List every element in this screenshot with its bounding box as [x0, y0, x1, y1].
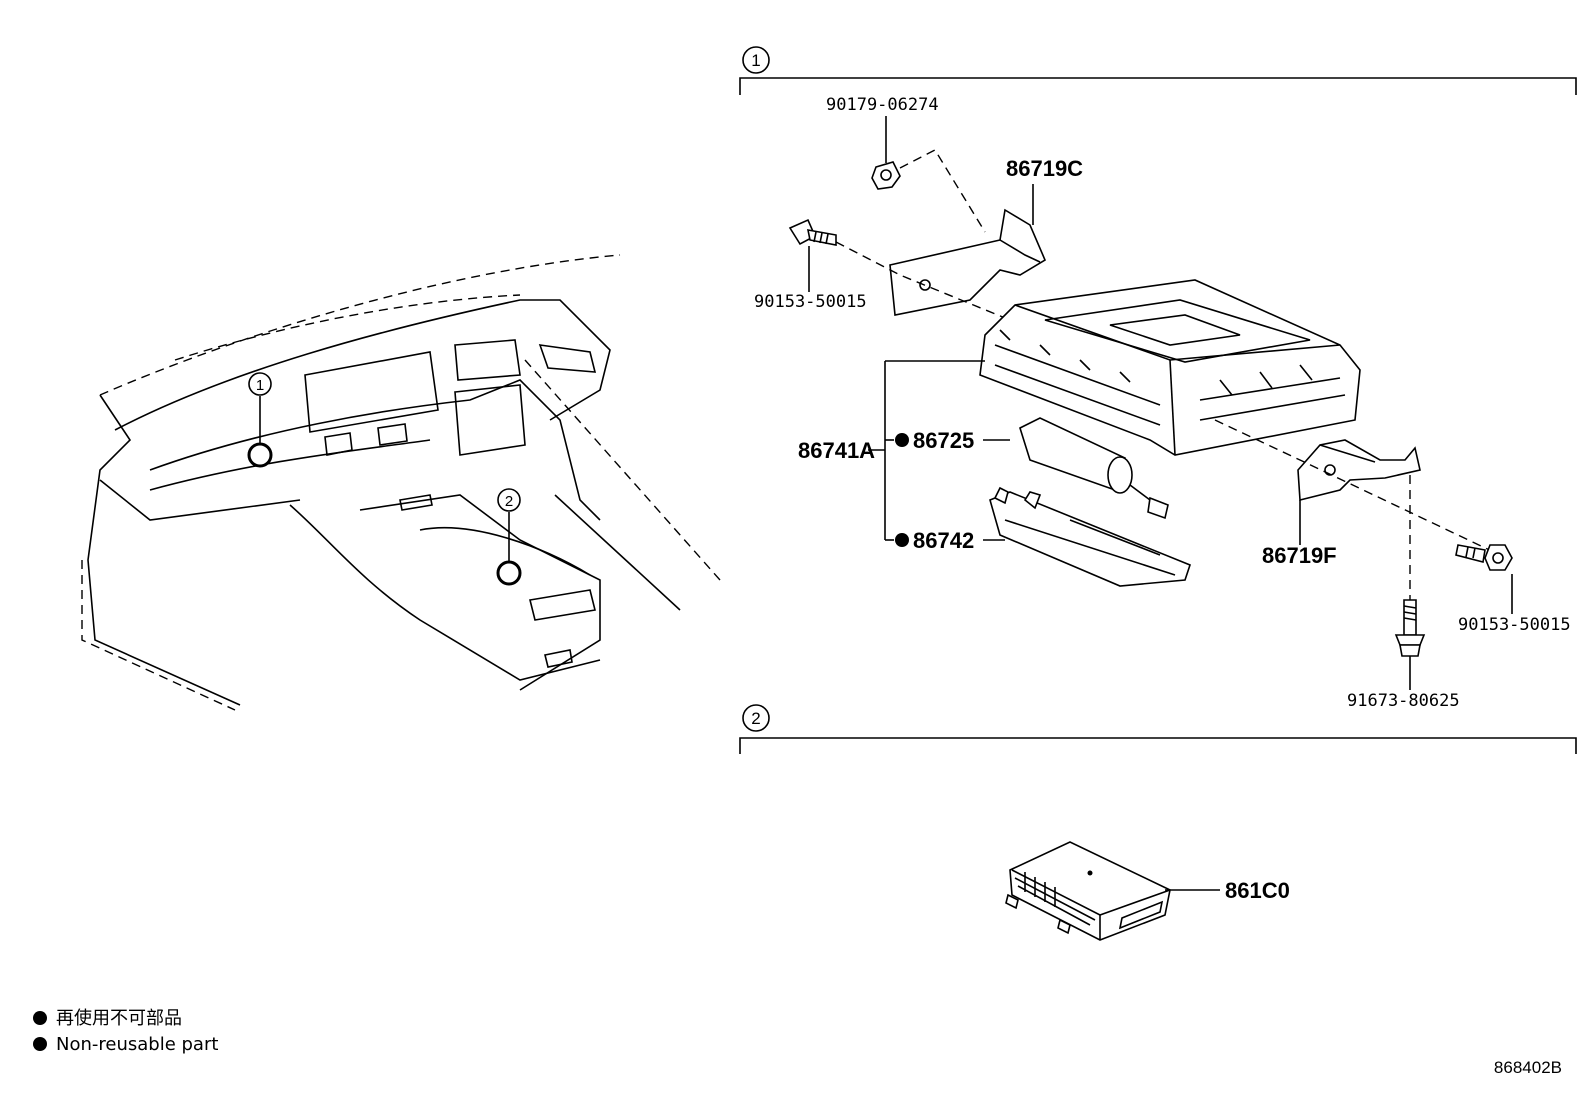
section-1-marker: [742, 46, 770, 74]
location-marker-1: [247, 442, 273, 468]
location-marker-2: [496, 560, 522, 586]
ecu-86741A: [979, 279, 1361, 456]
part-number-861C0: 861C0: [1225, 878, 1290, 903]
section-2-marker: [742, 704, 770, 732]
callout-circle-1: [248, 372, 272, 396]
part-number-86719C: 86719C: [1006, 156, 1083, 181]
callout-label-2: 2: [505, 493, 513, 510]
bolt-90153-left: [788, 218, 837, 246]
bracket-86719C: [889, 208, 1047, 316]
bolt-91673: [1394, 599, 1426, 657]
section-1-bracket: [739, 77, 1577, 95]
section-2: 2 861C0: [739, 704, 1577, 941]
dashboard-overview: 1 2: [81, 254, 721, 711]
legend-dot-jp: [33, 1011, 47, 1025]
callout-label-1: 1: [256, 377, 264, 394]
nut-90179: [871, 161, 901, 190]
legend: 再使用不可部品 Non-reusable part: [33, 1008, 218, 1055]
bolt-90153-right: [1455, 544, 1513, 571]
case-86742: [989, 486, 1191, 587]
module-861C0: [1005, 841, 1171, 941]
part-number-86742: 86742: [913, 528, 974, 553]
legend-text-en: Non-reusable part: [56, 1034, 218, 1055]
callout-circle-2: [497, 488, 521, 512]
section-1: 1 90179-06274 86719C 90153-50015: [739, 46, 1577, 711]
part-number-90153-50015-right: 90153-50015: [1458, 615, 1571, 635]
part-number-91673-80625: 91673-80625: [1347, 691, 1460, 711]
part-number-86725: 86725: [913, 428, 974, 453]
legend-text-jp: 再使用不可部品: [56, 1008, 182, 1029]
non-reusable-dot-86742: [895, 533, 909, 547]
part-number-86719F: 86719F: [1262, 543, 1337, 568]
legend-dot-en: [33, 1037, 47, 1051]
battery-86725: [1019, 417, 1169, 520]
bracket-86719F: [1297, 439, 1421, 502]
part-number-90179-06274: 90179-06274: [826, 95, 939, 115]
section-2-label: 2: [751, 709, 760, 728]
part-number-90153-50015-left: 90153-50015: [754, 292, 867, 312]
section-1-label: 1: [751, 51, 760, 70]
section-2-bracket: [739, 737, 1577, 754]
part-number-86741A: 86741A: [798, 438, 875, 463]
diagram-reference-number: 868402B: [1494, 1058, 1562, 1077]
non-reusable-dot-86725: [895, 433, 909, 447]
